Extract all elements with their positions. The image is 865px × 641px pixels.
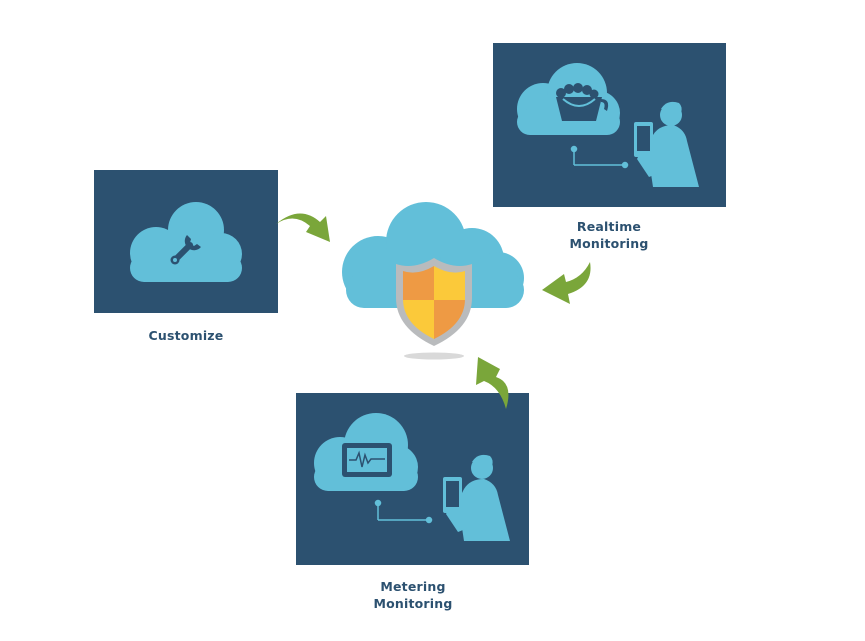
curved-arrow-icon [276,213,330,242]
metering-monitoring-panel [296,393,529,565]
cloud-shield-icon [342,202,524,360]
cloud-monitor-icon [314,413,510,541]
customize-panel [94,170,278,313]
arrow-metering-to-cloud [474,353,514,411]
cloud-bucket-icon [517,63,699,187]
central-secure-cloud [338,200,530,365]
customize-label: Customize [148,328,224,343]
arrow-customize-to-cloud [274,208,336,248]
metering-monitoring-label: Metering Monitoring [373,579,453,611]
realtime-monitoring-panel [493,43,726,207]
arrow-realtime-to-cloud [540,260,594,308]
curved-arrow-icon [542,262,591,304]
realtime-monitoring-label: Realtime Monitoring [569,219,649,251]
curved-arrow-icon [476,357,509,409]
cloud-wrench-icon [130,202,242,282]
